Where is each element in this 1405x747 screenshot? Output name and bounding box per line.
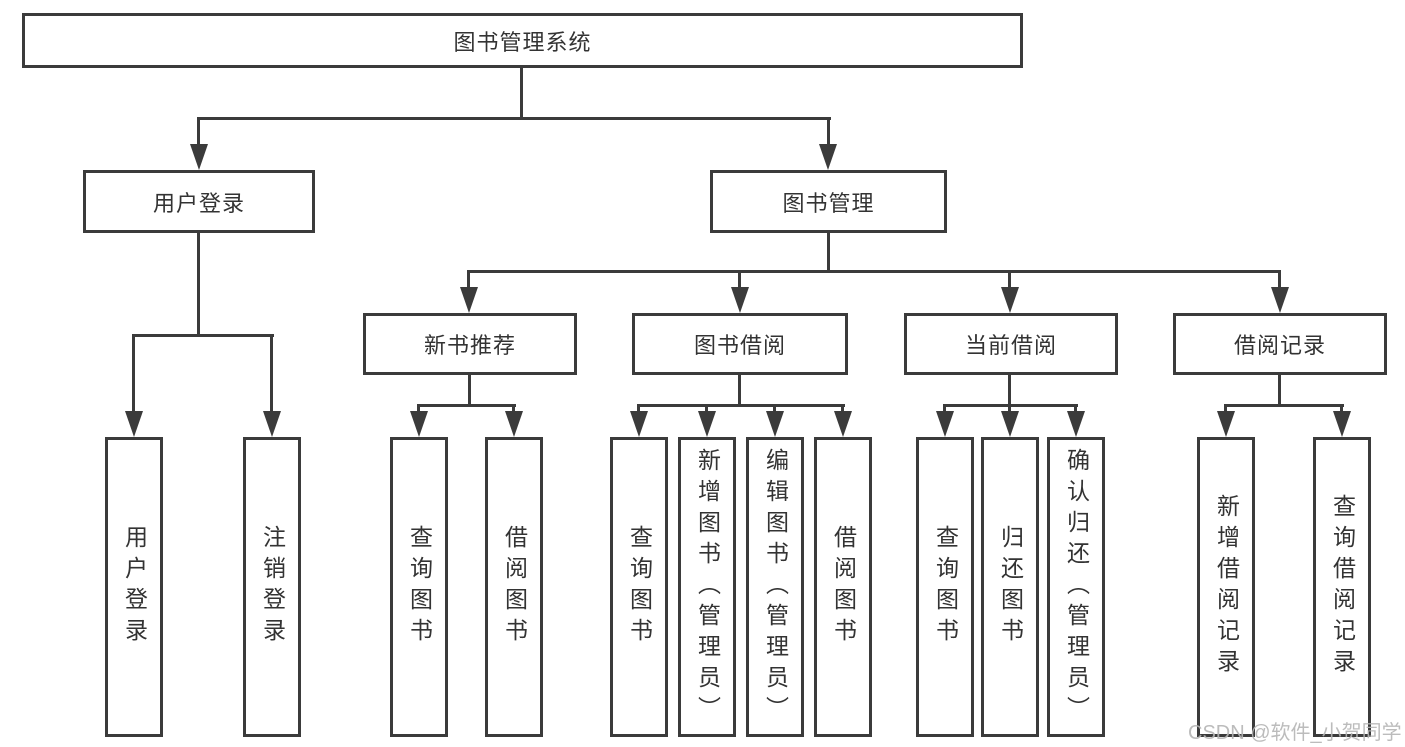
connector-root-branch <box>197 117 831 120</box>
connector-stub <box>943 404 946 414</box>
node-current-borrow: 当前借阅 <box>904 313 1118 375</box>
connector-stub <box>417 404 420 414</box>
connector-stub <box>1340 404 1343 414</box>
leaf-label: 借阅图书 <box>830 525 857 649</box>
arrow-down-icon <box>190 144 208 170</box>
leaf-label: 借阅图书 <box>501 525 528 649</box>
connector-stub <box>738 270 741 290</box>
leaf-query-borrow-record: 查询借阅记录 <box>1313 437 1371 737</box>
connector-stub <box>827 117 830 147</box>
leaf-label: 注销登录 <box>259 525 286 649</box>
connector-stub <box>512 404 515 414</box>
leaf-label: 查询借阅记录 <box>1329 494 1356 680</box>
connector-branch <box>637 404 845 407</box>
leaf-edit-books-admin: 编辑图书（管理员） <box>746 437 804 737</box>
leaf-label: 新增图书（管理员） <box>694 447 721 727</box>
node-root: 图书管理系统 <box>22 13 1023 68</box>
leaf-label: 归还图书 <box>997 525 1024 649</box>
node-new-book-recommend: 新书推荐 <box>363 313 577 375</box>
node-user-login: 用户登录 <box>83 170 315 233</box>
arrow-down-icon <box>505 411 523 437</box>
arrow-down-icon <box>410 411 428 437</box>
connector-stub <box>773 404 776 414</box>
node-book-borrow: 图书借阅 <box>632 313 848 375</box>
arrow-down-icon <box>936 411 954 437</box>
connector-stub <box>467 270 470 290</box>
leaf-label: 查询图书 <box>626 525 653 649</box>
leaf-confirm-return-admin: 确认归还（管理员） <box>1047 437 1105 737</box>
connector-trunk <box>1008 375 1011 407</box>
connector-trunk <box>738 375 741 407</box>
leaf-query-books: 查询图书 <box>916 437 974 737</box>
leaf-query-books: 查询图书 <box>610 437 668 737</box>
connector-login-branch <box>132 334 274 337</box>
connector-stub <box>132 334 135 412</box>
arrow-down-icon <box>263 411 281 437</box>
arrow-down-icon <box>834 411 852 437</box>
connector-login-trunk <box>197 233 200 337</box>
connector-stub <box>1008 404 1011 414</box>
arrow-down-icon <box>698 411 716 437</box>
leaf-user-login: 用户登录 <box>105 437 163 737</box>
leaf-label: 新增借阅记录 <box>1213 494 1240 680</box>
connector-root-trunk <box>520 68 523 119</box>
leaf-borrow-books: 借阅图书 <box>485 437 543 737</box>
arrow-down-icon <box>1217 411 1235 437</box>
connector-trunk <box>468 375 471 407</box>
connector-stub <box>270 334 273 412</box>
csdn-watermark: CSDN @软件_小贺同学 <box>1188 722 1402 744</box>
arrow-down-icon <box>630 411 648 437</box>
arrow-down-icon <box>125 411 143 437</box>
node-borrow-records: 借阅记录 <box>1173 313 1387 375</box>
connector-mgmt-branch <box>467 270 1281 273</box>
leaf-label: 查询图书 <box>932 525 959 649</box>
connector-stub <box>1278 270 1281 290</box>
arrow-down-icon <box>1001 411 1019 437</box>
connector-stub <box>841 404 844 414</box>
leaf-label: 确认归还（管理员） <box>1063 447 1090 727</box>
arrow-down-icon <box>460 287 478 313</box>
connector-stub <box>1074 404 1077 414</box>
arrow-down-icon <box>819 144 837 170</box>
leaf-query-books: 查询图书 <box>390 437 448 737</box>
leaf-borrow-books: 借阅图书 <box>814 437 872 737</box>
connector-branch <box>1224 404 1344 407</box>
arrow-down-icon <box>1333 411 1351 437</box>
leaf-label: 编辑图书（管理员） <box>762 447 789 727</box>
leaf-return-books: 归还图书 <box>981 437 1039 737</box>
connector-stub <box>1008 270 1011 290</box>
node-book-management: 图书管理 <box>710 170 947 233</box>
connector-stub <box>637 404 640 414</box>
arrow-down-icon <box>1271 287 1289 313</box>
connector-stub <box>705 404 708 414</box>
leaf-label: 查询图书 <box>406 525 433 649</box>
connector-branch <box>417 404 516 407</box>
connector-trunk <box>1278 375 1281 407</box>
arrow-down-icon <box>731 287 749 313</box>
leaf-logout: 注销登录 <box>243 437 301 737</box>
leaf-add-books-admin: 新增图书（管理员） <box>678 437 736 737</box>
connector-mgmt-trunk <box>827 233 830 273</box>
arrow-down-icon <box>1001 287 1019 313</box>
connector-stub <box>1224 404 1227 414</box>
connector-stub <box>197 117 200 147</box>
arrow-down-icon <box>1067 411 1085 437</box>
leaf-label: 用户登录 <box>121 525 148 649</box>
leaf-add-borrow-record: 新增借阅记录 <box>1197 437 1255 737</box>
arrow-down-icon <box>766 411 784 437</box>
